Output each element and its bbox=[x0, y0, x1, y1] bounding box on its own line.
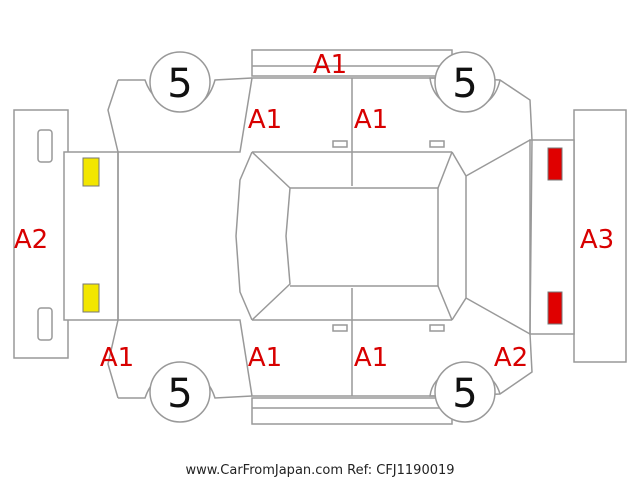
damage-label-roof-rail: A1 bbox=[313, 50, 347, 80]
rear-right-tire bbox=[434, 361, 496, 423]
footer-reference: www.CarFromJapan.com Ref: CFJ1190019 bbox=[185, 463, 454, 478]
front-left-headlamp bbox=[82, 157, 100, 187]
tire-grade-front-right: 5 bbox=[167, 371, 192, 417]
windshield bbox=[251, 151, 291, 321]
damage-label-left-rear-door: A1 bbox=[354, 105, 388, 135]
damage-label-right-rear-door: A1 bbox=[354, 343, 388, 373]
damage-label-right-front-door: A1 bbox=[248, 343, 282, 373]
tire-grade-rear-right: 5 bbox=[452, 371, 477, 417]
rear-left-taillamp bbox=[547, 147, 563, 181]
windshield-outer bbox=[235, 151, 253, 321]
front-right-fog-light bbox=[37, 307, 53, 341]
left-rear-door-handle bbox=[429, 140, 445, 148]
body-outline bbox=[117, 77, 533, 397]
right-front-door-handle bbox=[332, 324, 348, 332]
damage-label-rear-bumper: A3 bbox=[580, 225, 614, 255]
damage-label-rear-right-quarter: A2 bbox=[494, 343, 528, 373]
damage-label-front-bumper: A2 bbox=[14, 225, 48, 255]
damage-label-front-right-fender: A1 bbox=[100, 343, 134, 373]
right-roof-rail-panel bbox=[251, 397, 453, 425]
front-left-fog-light bbox=[37, 129, 53, 163]
damage-label-left-front-door: A1 bbox=[248, 105, 282, 135]
tire-grade-rear-left: 5 bbox=[452, 61, 477, 107]
left-roof-rail-panel bbox=[251, 49, 453, 77]
front-right-headlamp bbox=[82, 283, 100, 313]
rear-window bbox=[451, 151, 467, 321]
tire-grade-front-left: 5 bbox=[167, 61, 192, 107]
front-bumper-outline bbox=[13, 109, 69, 359]
front-left-tire bbox=[149, 51, 211, 113]
front-right-tire bbox=[149, 361, 211, 423]
roof-outline bbox=[290, 187, 439, 287]
rear-left-tire bbox=[434, 51, 496, 113]
rear-right-taillamp bbox=[547, 291, 563, 325]
right-rear-door-handle bbox=[429, 324, 445, 332]
left-front-door-handle bbox=[332, 140, 348, 148]
